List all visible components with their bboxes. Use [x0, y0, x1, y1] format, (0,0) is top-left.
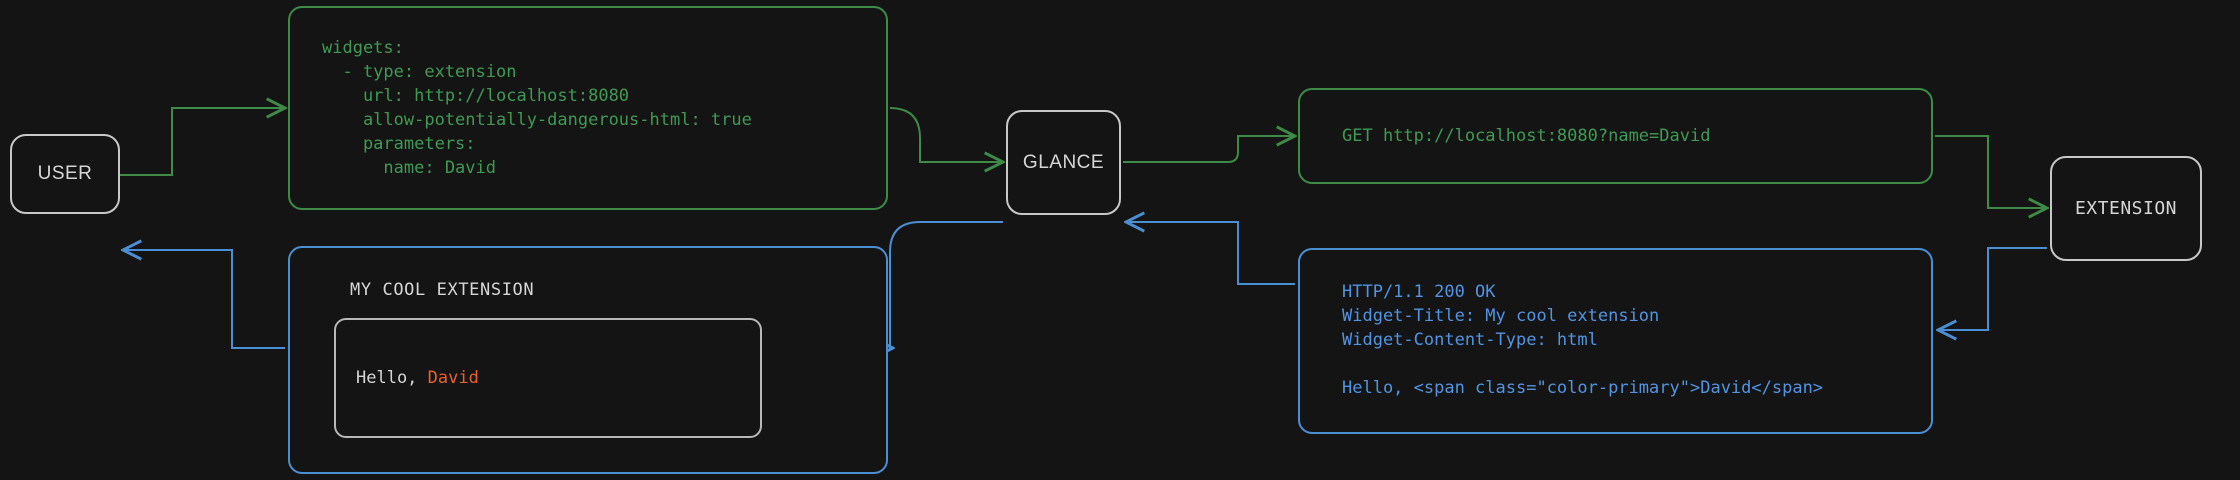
edge-request-to-extension: [1935, 135, 2047, 208]
widget-title: MY COOL EXTENSION: [350, 280, 535, 300]
yaml-config-text: widgets: - type: extension url: http://l…: [322, 38, 752, 178]
node-user-label: USER: [37, 163, 93, 184]
http-response-text: HTTP/1.1 200 OK Widget-Title: My cool ex…: [1342, 282, 1824, 398]
panel-http-request: GET http://localhost:8080?name=David: [1298, 88, 1933, 184]
http-request-text: GET http://localhost:8080?name=David: [1342, 126, 1711, 146]
node-user[interactable]: USER: [10, 134, 120, 214]
widget-body: Hello, David: [334, 318, 762, 438]
panel-http-response: HTTP/1.1 200 OK Widget-Title: My cool ex…: [1298, 248, 1933, 434]
node-extension[interactable]: EXTENSION: [2050, 156, 2202, 261]
edge-config-to-glance: [889, 107, 1003, 162]
edge-response-to-glance: [1126, 222, 1295, 285]
node-extension-label: EXTENSION: [2074, 198, 2178, 219]
widget-greeting: Hello, David: [356, 368, 479, 388]
edge-extension-to-response: [1938, 247, 2047, 330]
panel-yaml-config: widgets: - type: extension url: http://l…: [288, 6, 888, 210]
panel-rendered-widget: MY COOL EXTENSION Hello, David: [288, 246, 888, 474]
widget-greeting-prefix: Hello,: [356, 368, 428, 388]
edge-glance-to-widget: [890, 221, 1003, 348]
edge-widget-to-user: [123, 250, 285, 349]
node-glance-label: GLANCE: [1022, 151, 1105, 173]
node-glance[interactable]: GLANCE: [1006, 110, 1121, 215]
edge-glance-to-request: [1123, 136, 1295, 163]
widget-greeting-accent: David: [427, 368, 479, 388]
edge-user-to-config: [120, 108, 285, 176]
